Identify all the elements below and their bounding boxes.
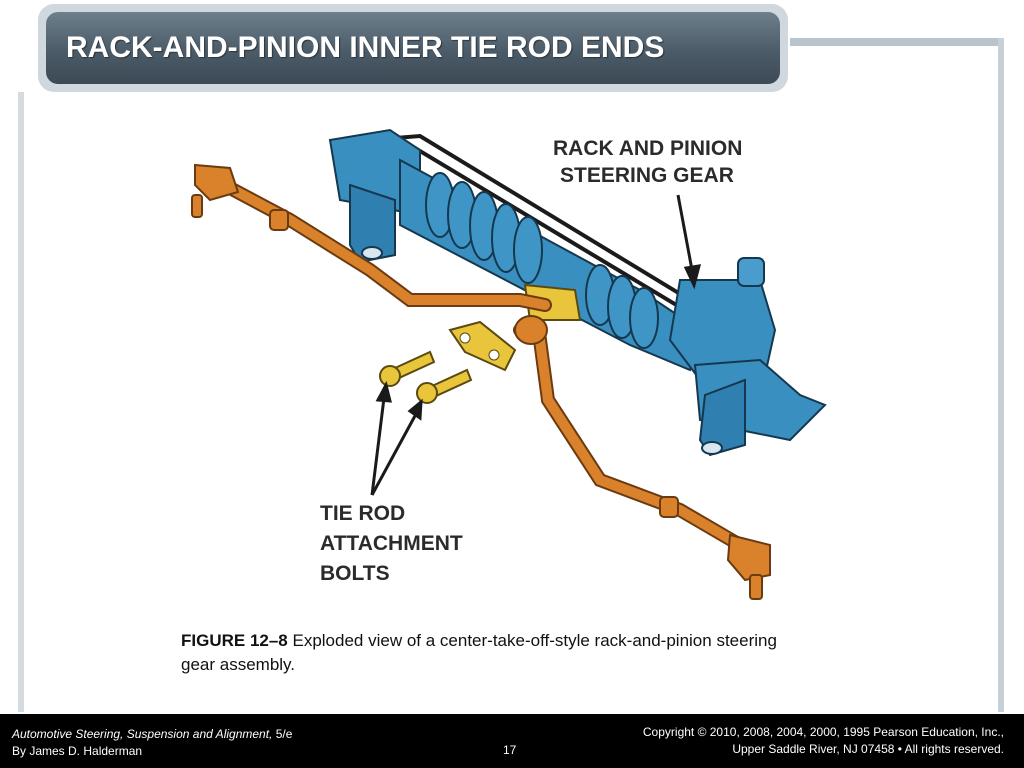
footer-citation: Automotive Steering, Suspension and Alig… bbox=[12, 726, 292, 760]
frame-line-right bbox=[998, 38, 1004, 712]
gear-callout-line1: RACK AND PINION bbox=[553, 137, 742, 160]
author: By James D. Halderman bbox=[12, 744, 143, 758]
copyright-line1: Copyright © 2010, 2008, 2004, 2000, 1995… bbox=[642, 725, 1004, 739]
footer: Automotive Steering, Suspension and Alig… bbox=[0, 714, 1024, 768]
copyright-line2: Upper Saddle River, NJ 07458 • All right… bbox=[732, 742, 1004, 756]
bolts-callout-line1: TIE ROD bbox=[320, 502, 405, 525]
book-title: Automotive Steering, Suspension and Alig… bbox=[12, 727, 273, 741]
footer-copyright: Copyright © 2010, 2008, 2004, 2000, 1995… bbox=[643, 724, 1004, 758]
steering-gear-illustration: RACK AND PINION STEERING GEAR TIE ROD AT… bbox=[191, 128, 827, 600]
figure-description: Exploded view of a center-take-off-style… bbox=[181, 631, 777, 674]
bellows-boots bbox=[425, 172, 659, 349]
shim-plate bbox=[448, 320, 517, 372]
frame-line-left bbox=[18, 92, 24, 712]
tie-rod-ends bbox=[191, 163, 771, 600]
slide-title: RACK-AND-PINION INNER TIE ROD ENDS bbox=[66, 31, 665, 64]
book-edition: 5/e bbox=[272, 727, 293, 741]
gear-callout-line2: STEERING GEAR bbox=[560, 164, 734, 187]
figure-label: FIGURE 12–8 bbox=[181, 631, 288, 650]
bolts-callout-line3: BOLTS bbox=[320, 562, 390, 585]
title-inner: RACK-AND-PINION INNER TIE ROD ENDS bbox=[46, 12, 780, 84]
title-bar: RACK-AND-PINION INNER TIE ROD ENDS bbox=[38, 4, 788, 92]
bolts-callout-line2: ATTACHMENT bbox=[320, 532, 463, 555]
callout-arrows bbox=[370, 194, 702, 496]
frame-line-top bbox=[790, 38, 1004, 46]
page-number: 17 bbox=[503, 743, 517, 757]
attachment-bolts bbox=[379, 350, 473, 404]
figure-caption: FIGURE 12–8 Exploded view of a center-ta… bbox=[181, 629, 781, 677]
